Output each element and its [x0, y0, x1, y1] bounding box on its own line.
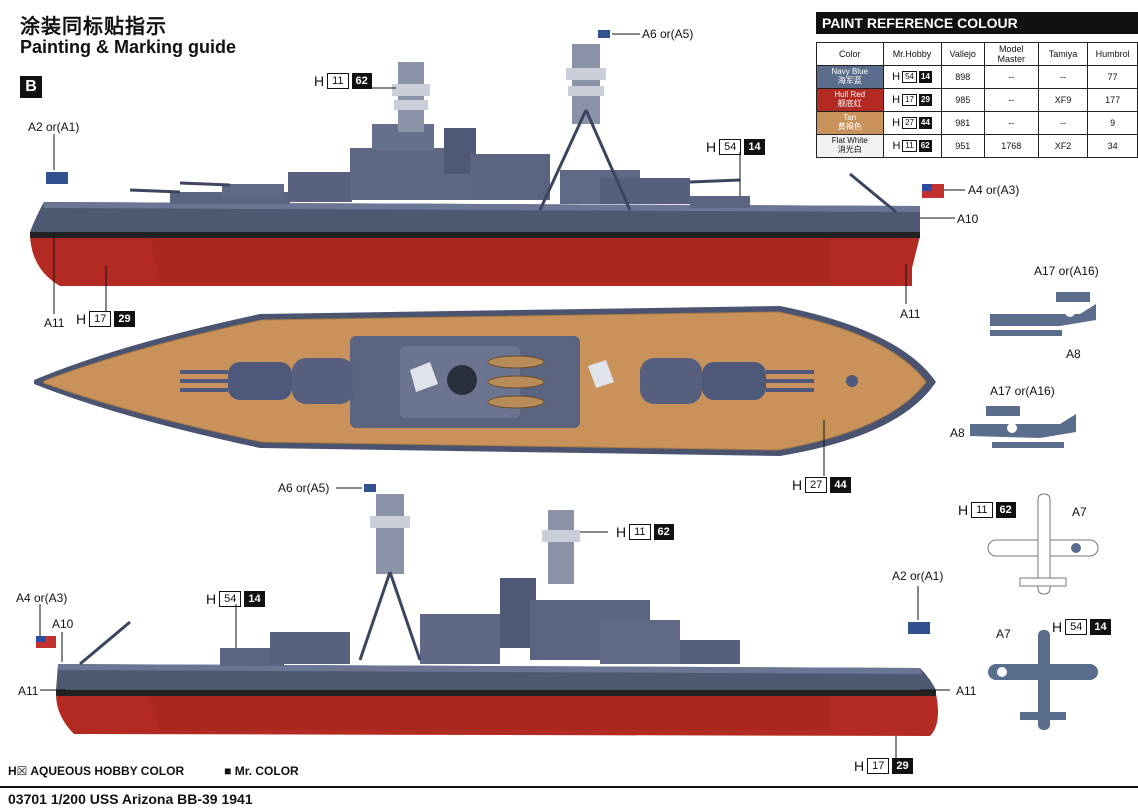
hull-red-bottom: [56, 694, 938, 736]
col-mrhobby: Mr.Hobby: [882, 42, 942, 66]
hcode-blue-plane: H 54 14: [1052, 619, 1111, 635]
paint-reference-table: PAINT REFERENCE COLOUR Color Mr.Hobby Va…: [816, 12, 1138, 158]
hcode-white-bottom: H 11 62: [616, 524, 674, 540]
color-name-cn: 舰底红: [837, 99, 862, 108]
model-master-code: --: [983, 65, 1039, 89]
callout-a7-top: A7: [1072, 505, 1087, 519]
col-tamiya: Tamiya: [1037, 42, 1089, 66]
callout-a11-bottom-right: A11: [956, 684, 977, 698]
vallejo-code: 981: [940, 111, 985, 135]
callout-a11-top-right: A11: [900, 307, 921, 321]
paint-table-grid: Color Mr.Hobby Vallejo Model Master Tami…: [816, 42, 1138, 158]
title-english: Painting & Marking guide: [20, 37, 237, 57]
paint-table-title: PAINT REFERENCE COLOUR: [816, 12, 1138, 34]
humbrol-code: 9: [1087, 111, 1138, 135]
hull-red-top: [30, 236, 920, 286]
title-chinese: 涂装同标贴指示: [20, 14, 167, 38]
humbrol-code: 34: [1087, 134, 1138, 158]
callout-a4-top: A4 or(A3): [968, 183, 1020, 197]
hcode-blue-top: H 54 14: [706, 139, 765, 155]
color-name-cn: 黄褐色: [837, 122, 862, 131]
legend-mr-color: ■ Mr. COLOR: [224, 764, 299, 778]
model-master-code: --: [983, 111, 1039, 135]
callout-a10-top: A10: [957, 212, 979, 226]
col-humbrol: Humbrol: [1087, 42, 1138, 66]
callout-a11-bottom-left: A11: [18, 684, 39, 698]
paint-legend: H☒ AQUEOUS HOBBY COLOR ■ Mr. COLOR: [8, 764, 299, 778]
side-profile-top: [30, 30, 944, 286]
callout-a7-bottom: A7: [996, 627, 1011, 641]
callout-a4-bottom: A4 or(A3): [16, 591, 68, 605]
model-master-code: --: [983, 88, 1039, 112]
model-master-code: 1768: [983, 134, 1039, 158]
callout-a8-mid: A8: [950, 426, 965, 440]
callout-a6-bottom: A6 or(A5): [278, 481, 330, 495]
tamiya-code: XF2: [1037, 134, 1089, 158]
color-name-en: Hull Red: [834, 90, 866, 100]
side-profile-bottom: [36, 484, 938, 736]
color-name-en: Flat White: [831, 136, 868, 146]
hcode-red-top: H 17 29: [76, 311, 135, 327]
footer-title: 03701 1/200 USS Arizona BB-39 1941: [8, 791, 253, 807]
hcode-blue-bottom: H 54 14: [206, 591, 265, 607]
vallejo-code: 898: [940, 65, 985, 89]
vallejo-code: 951: [940, 134, 985, 158]
color-name-en: Navy Blue: [831, 67, 868, 77]
callout-a6-top: A6 or(A5): [642, 27, 694, 41]
color-name-cn: 消光白: [837, 145, 862, 154]
hcode-red-bottom: H 17 29: [854, 758, 913, 774]
color-name-cn: 海军蓝: [837, 76, 862, 85]
col-color: Color: [816, 42, 884, 66]
hcode-white-top: H 11 62: [314, 73, 372, 89]
hcode-white-plane: H 11 62: [958, 502, 1016, 518]
aircraft-topside-blue: [988, 630, 1098, 730]
callout-a10-bottom: A10: [52, 617, 74, 631]
humbrol-code: 177: [1087, 88, 1138, 112]
section-badge: B: [20, 76, 42, 98]
callout-a8-top: A8: [1066, 347, 1081, 361]
callout-a17-top: A17 or(A16): [1034, 264, 1099, 278]
hcode-tan: H 27 44: [792, 477, 851, 493]
vallejo-code: 985: [940, 88, 985, 112]
callout-a17-mid: A17 or(A16): [990, 384, 1055, 398]
callout-a11-top-left: A11: [44, 316, 65, 330]
aircraft-float-plane-2: [970, 406, 1076, 448]
deck-plan-view: [34, 306, 936, 456]
aircraft-underside-white: [987, 493, 1099, 595]
footer-bar: 03701 1/200 USS Arizona BB-39 1941: [0, 786, 1138, 808]
color-name-en: Tan: [843, 113, 857, 123]
legend-aqueous: H☒ AQUEOUS HOBBY COLOR: [8, 764, 185, 778]
callout-a2-bottom: A2 or(A1): [892, 569, 944, 583]
aircraft-float-plane-1: [990, 292, 1096, 336]
callout-a2-top: A2 or(A1): [28, 120, 80, 134]
tamiya-code: --: [1037, 111, 1089, 135]
tamiya-code: XF9: [1037, 88, 1089, 112]
